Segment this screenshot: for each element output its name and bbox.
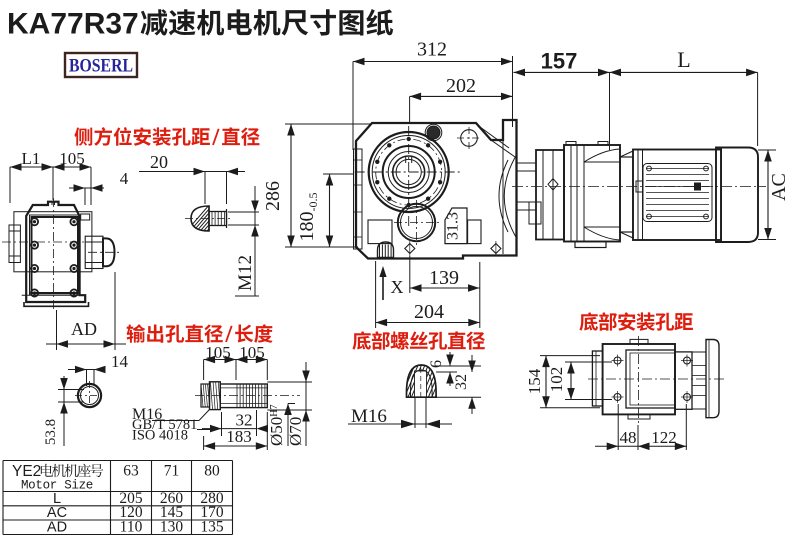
svg-text:48: 48 [620,428,637,447]
svg-text:154: 154 [525,368,544,394]
svg-text:202: 202 [446,75,476,97]
svg-text:204: 204 [414,301,444,323]
svg-text:L: L [53,491,61,507]
svg-text:AD: AD [47,520,67,536]
svg-text:130: 130 [160,519,184,536]
svg-text:102: 102 [547,367,566,393]
svg-text:71: 71 [164,463,180,480]
svg-text:260: 260 [160,490,184,507]
svg-text:M16: M16 [132,406,162,423]
svg-text:286: 286 [262,181,284,211]
svg-text:BOSERL: BOSERL [69,56,133,77]
svg-text:312: 312 [417,39,447,61]
svg-text:120: 120 [119,504,143,521]
svg-text:M12: M12 [235,255,256,291]
svg-text:205: 205 [119,490,143,507]
svg-text:4: 4 [120,169,129,188]
svg-text:110: 110 [120,519,143,536]
svg-text:170: 170 [200,504,224,521]
svg-text:20: 20 [150,152,168,172]
svg-text:157: 157 [541,48,578,73]
svg-text:14: 14 [111,352,129,371]
svg-text:31.3: 31.3 [445,212,462,240]
svg-text:135: 135 [200,519,224,536]
svg-text:105: 105 [59,149,85,168]
svg-text:63: 63 [123,463,139,480]
svg-text:6: 6 [428,360,445,368]
svg-text:122: 122 [651,428,677,447]
svg-text:145: 145 [160,504,184,521]
svg-text:183: 183 [226,427,252,446]
svg-text:32: 32 [236,411,253,430]
svg-text:L: L [677,47,690,72]
svg-text:ISO 4018: ISO 4018 [132,428,188,444]
svg-text:AD: AD [71,319,97,339]
svg-text:Motor Size: Motor Size [21,479,93,493]
svg-text:53.8: 53.8 [43,419,59,445]
svg-text:AC: AC [768,173,790,201]
svg-text:AC: AC [47,505,67,521]
svg-text:L1: L1 [22,149,41,168]
svg-text:KA77R37: KA77R37 [7,8,139,41]
svg-text:32: 32 [453,374,470,390]
svg-text:Ø70: Ø70 [286,417,305,446]
svg-text:139: 139 [429,267,459,289]
svg-text:80: 80 [204,463,220,480]
svg-text:280: 280 [200,490,224,507]
svg-text:YE2: YE2 [12,463,41,480]
svg-text:M16: M16 [351,406,387,427]
svg-text:X: X [391,277,404,297]
